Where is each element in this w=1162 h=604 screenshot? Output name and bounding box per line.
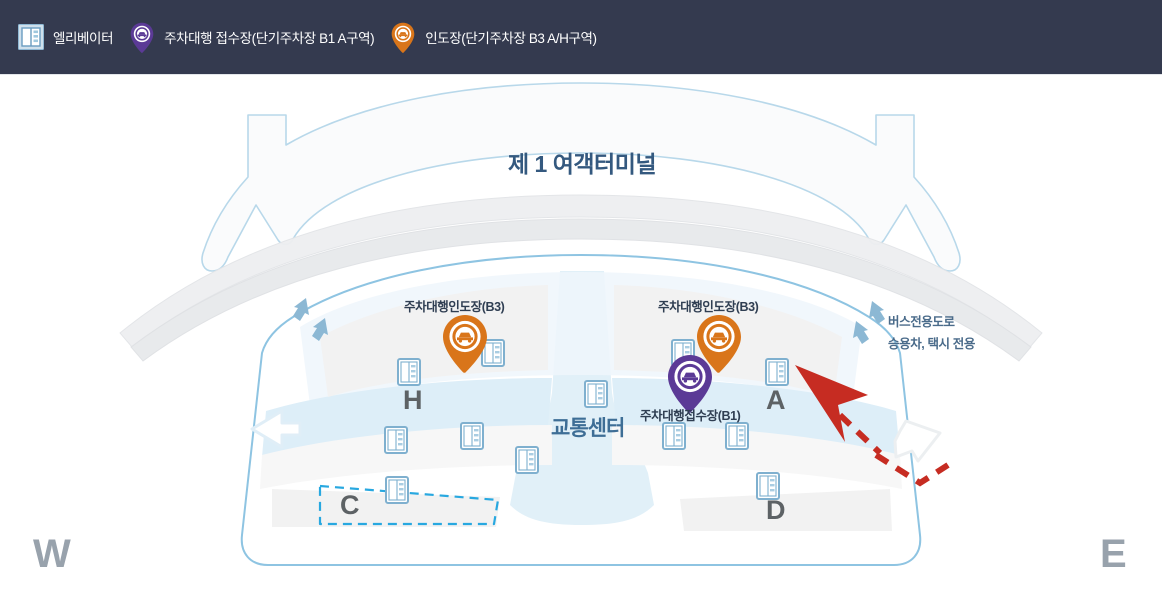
road-arrow-left-lower (312, 318, 328, 341)
zone-label-d: D (766, 495, 786, 525)
map-elevator-icons (384, 339, 789, 504)
roadway-bands (119, 194, 1043, 362)
elevator-icon (515, 446, 539, 474)
valet-pin-icon-orange (390, 22, 416, 53)
terminal-title: 제 1 여객터미널 (508, 151, 657, 177)
zone-shape-d (680, 489, 892, 531)
elevator-icon (384, 426, 408, 454)
elevator-icon (460, 422, 484, 450)
elevator-icon (725, 422, 749, 450)
label-receipt: 주차대행접수장(B1) (640, 409, 741, 423)
road-arrow-right-lower (853, 321, 869, 344)
elevator-icon (18, 24, 44, 50)
road-arrow-right-upper (869, 301, 885, 324)
receipt-pin (668, 355, 712, 413)
handover-pin-left (443, 315, 487, 373)
valet-pin-icon-purple (129, 22, 155, 53)
label-handover-left: 주차대행인도장(B3) (404, 300, 505, 314)
zone-label-h: H (403, 385, 423, 415)
label-bus-lane-line2: 승용차, 택시 전용 (888, 337, 975, 351)
compass-west: W (33, 532, 71, 576)
exit-arrow-east (893, 419, 942, 463)
zone-label-c: C (340, 490, 360, 520)
road-arrow-left-upper (293, 298, 309, 321)
handover-pin-right (697, 315, 741, 373)
compass-east: E (1100, 532, 1127, 576)
zone-label-a: A (766, 385, 786, 415)
elevator-icon (481, 339, 505, 367)
label-bus-lane-line1: 버스전용도로 (888, 315, 955, 329)
legend-item-elevator[interactable]: 엘리베이터 (18, 24, 114, 50)
elevator-icon (584, 380, 608, 408)
exit-arrow-west (250, 409, 302, 449)
map-canvas[interactable]: 제 1 여객터미널 주차대행인도장(B3) 주차대행인도장(B3) 주차대행접수… (0, 74, 1162, 604)
elevator-icon (662, 422, 686, 450)
valet-route-path (795, 365, 950, 487)
label-handover-right: 주차대행인도장(B3) (658, 300, 759, 314)
legend-item-valet-receipt[interactable]: 주차대행 접수장(단기주차장 B1 A구역) (129, 22, 375, 53)
map-vector-layer (119, 82, 1043, 566)
legend-bar: 엘리베이터 주차대행 접수장(단기주차장 B1 A구역) (0, 0, 1162, 74)
legend-item-valet-handover[interactable]: 인도장(단기주차장 B3 A/H구역) (390, 22, 597, 53)
legend-label-valet-handover: 인도장(단기주차장 B3 A/H구역) (425, 31, 597, 46)
legend-label-elevator: 엘리베이터 (53, 31, 114, 46)
zone-c-dashed-outline (318, 484, 500, 526)
zone-shape-h (320, 285, 548, 397)
elevator-icon (765, 358, 789, 386)
route-arrowhead (795, 365, 868, 442)
elevator-icon (385, 476, 409, 504)
legend-label-valet-receipt: 주차대행 접수장(단기주차장 B1 A구역) (164, 31, 375, 46)
zone-shape-c (272, 489, 500, 527)
elevator-icon (756, 472, 780, 500)
label-transport-center: 교통센터 (551, 417, 625, 440)
elevator-icon (397, 358, 421, 386)
